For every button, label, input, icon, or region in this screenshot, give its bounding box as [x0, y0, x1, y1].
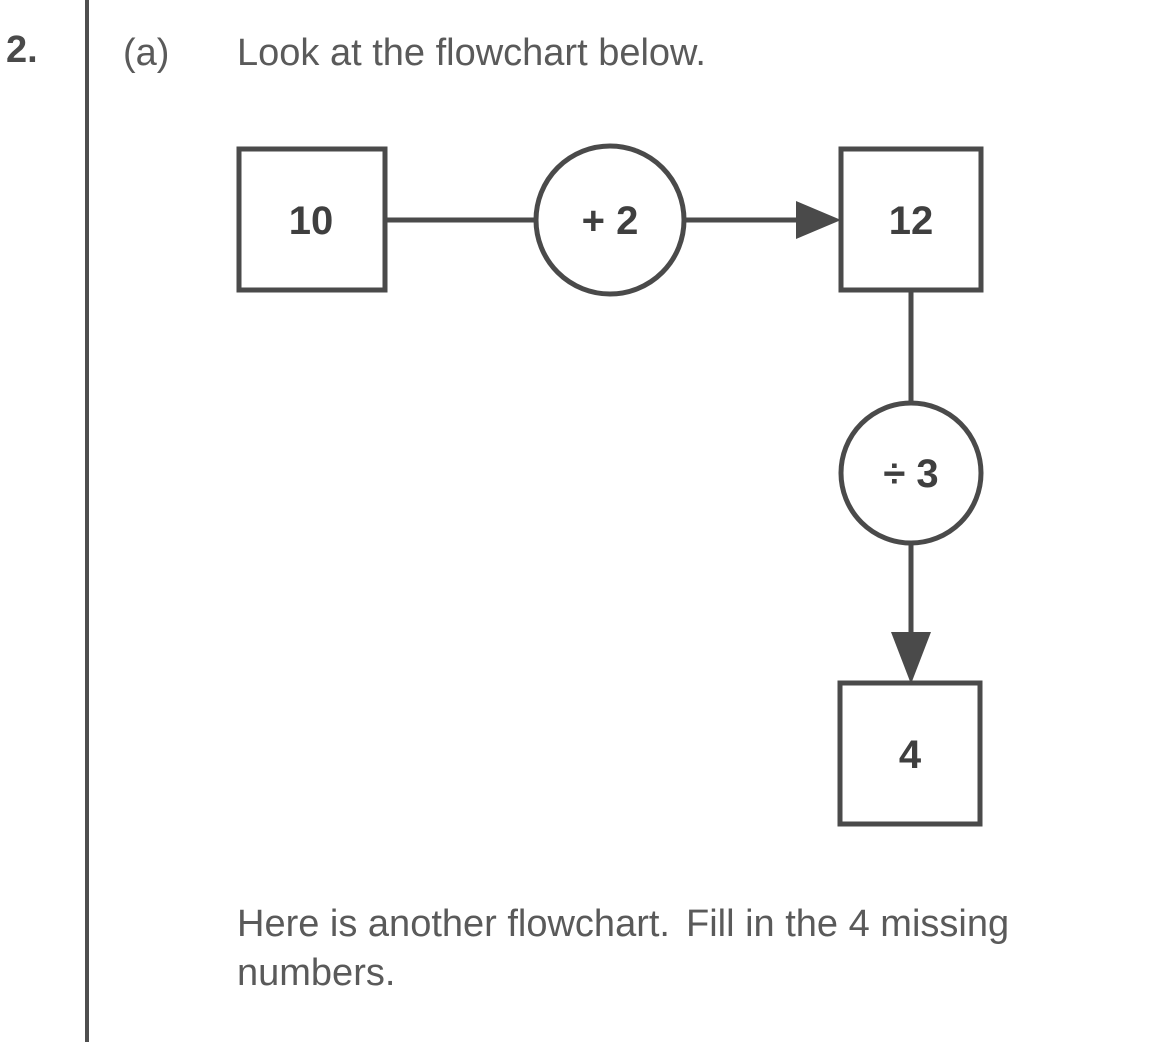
flowchart-circle-add-value: + 2	[582, 199, 639, 243]
question-part-label: (a)	[123, 32, 170, 74]
followup-instruction: Here is another flowchart.Fill in the 4 …	[237, 900, 1137, 998]
margin-rule-divider	[85, 0, 89, 1042]
flowchart-circle-add	[533, 143, 687, 297]
followup-sentence-2: Fill in the 4	[685, 903, 870, 945]
flowchart-circle-divide-value: ÷ 3	[883, 452, 938, 496]
question-prompt-text: Look at the flowchart below.	[237, 32, 706, 74]
arrowhead-right-icon	[796, 201, 841, 239]
flowchart-box-end-value: 4	[899, 733, 922, 777]
question-number: 2.	[6, 29, 38, 71]
flowchart-circle-divide	[838, 400, 984, 546]
flowchart-box-start-value: 10	[289, 199, 334, 243]
arrowhead-down-icon	[891, 632, 931, 684]
flowchart-box-middle	[838, 146, 984, 293]
flowchart-box-start	[236, 146, 388, 293]
followup-sentence-3: missing numbers.	[237, 903, 1010, 994]
followup-sentence-1: Here is another flowchart.	[237, 903, 670, 945]
flowchart-box-middle-value: 12	[889, 199, 934, 243]
flowchart-box-end	[837, 680, 983, 827]
